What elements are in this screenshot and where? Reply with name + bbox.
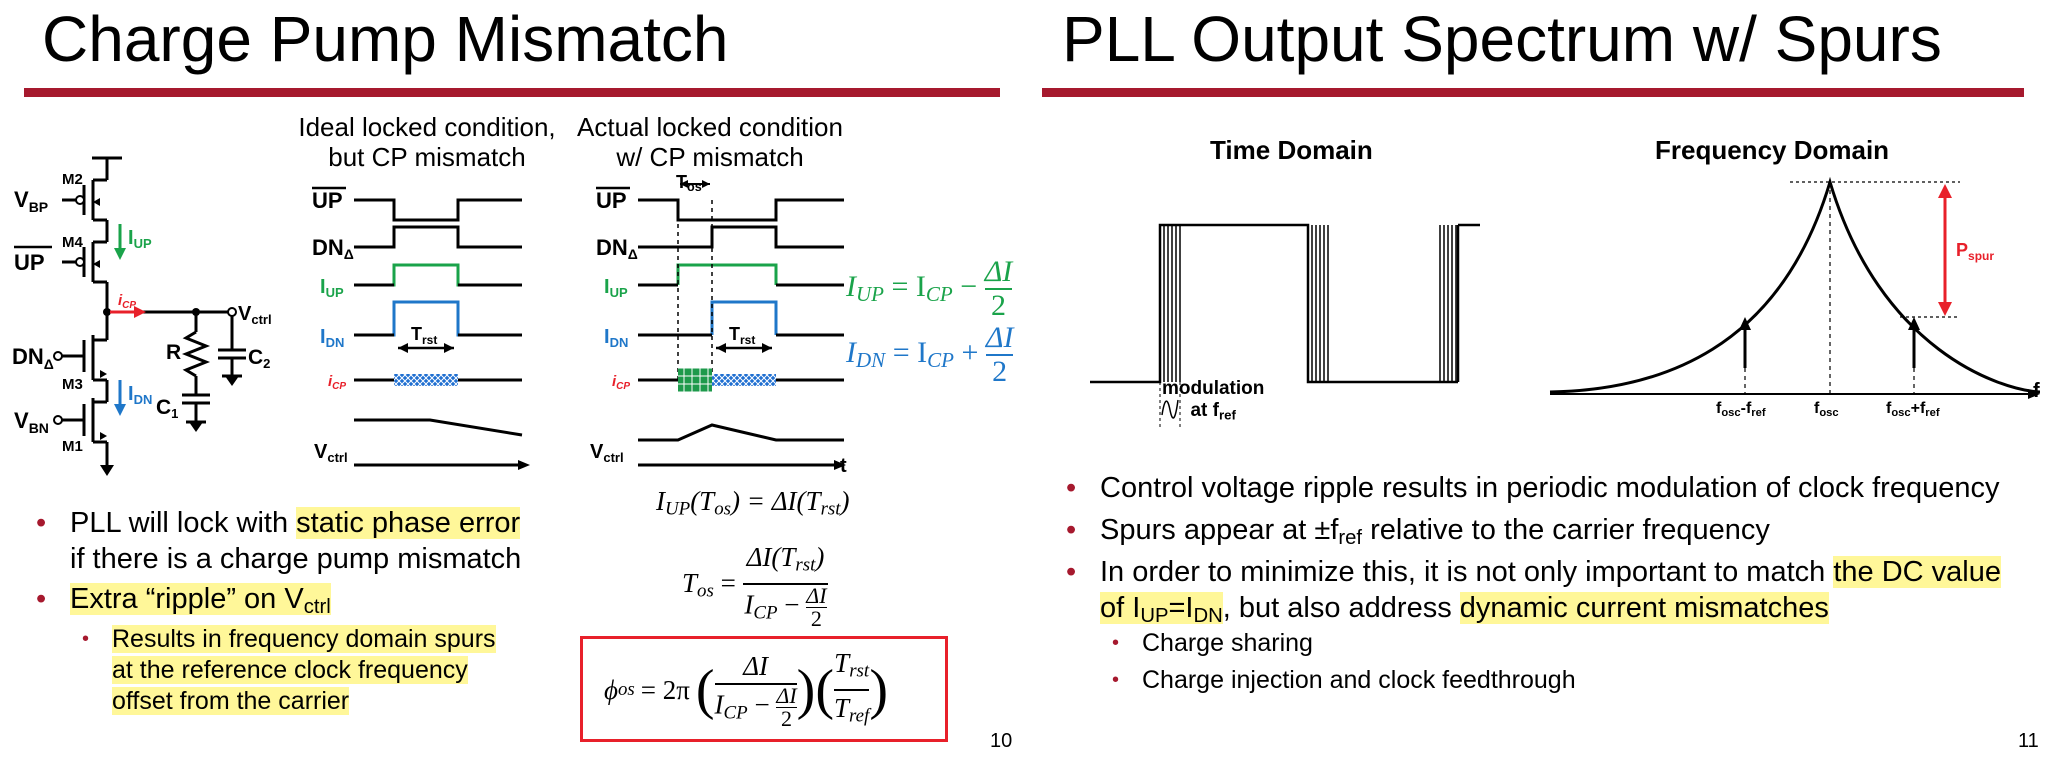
iup-label: I: [128, 227, 134, 249]
svg-text:DNΔ: DNΔ: [596, 235, 638, 262]
sig-idn: I: [320, 326, 326, 348]
title-divider: [1042, 88, 2024, 97]
svg-text:IDN: IDN: [320, 326, 344, 350]
actual-waveforms: Trst UP DNΔ IUP IDN iCP Vctrl t: [590, 180, 847, 477]
slide-charge-pump-mismatch: Charge Pump Mismatch: [12, 3, 1014, 752]
sig2-iup: I: [604, 276, 610, 298]
svg-text:iCP: iCP: [328, 373, 346, 392]
ideal-trst: T: [411, 324, 422, 344]
vctrl-label: V: [238, 303, 252, 325]
svg-text:VBP: VBP: [14, 187, 48, 215]
iup-sub: UP: [134, 236, 152, 251]
svg-text:IUP: IUP: [320, 276, 344, 300]
c1-label: C: [156, 396, 171, 419]
icp-sub: CP: [122, 300, 136, 311]
svg-text:DNΔ: DNΔ: [312, 235, 354, 262]
fosc-minus-fref-label: fosc-fref: [1716, 400, 1766, 419]
iup-equation: IUP = ICP − ΔI 2: [846, 255, 1013, 322]
svg-text:IUP: IUP: [604, 276, 628, 300]
pspur-label: P: [1956, 240, 1968, 260]
phase-offset-equation-box: [580, 636, 948, 742]
actual-caption: Actual locked condition w/ CP mismatch: [577, 112, 843, 172]
m2-label: M2: [62, 171, 83, 188]
vbp-sub: BP: [29, 199, 48, 215]
slide-title: Charge Pump Mismatch: [42, 3, 729, 75]
m4-label: M4: [62, 234, 83, 251]
time-domain-plot: [1090, 223, 1480, 428]
sig-vctrl: V: [314, 441, 328, 463]
title-divider: [24, 88, 1000, 97]
svg-text:Trst: Trst: [411, 324, 437, 347]
svg-text:C2: C2: [248, 346, 270, 371]
tos-label: Tos: [676, 172, 702, 195]
sig-dn: DN: [312, 235, 344, 260]
charge-pump-circuit: M2 M4 M3 M1 VBP UP DNΔ VBN IUP IDN iCP V…: [12, 156, 272, 476]
bullet-control-voltage-ripple: • Control voltage ripple results in peri…: [1066, 472, 2000, 504]
sub-bullet-frequency-spurs: • Results in frequency domain spurs at t…: [82, 625, 496, 715]
svg-text:iCP: iCP: [612, 373, 630, 392]
svg-text:Pspur: Pspur: [1956, 240, 1994, 263]
actual-trst: T: [729, 324, 740, 344]
sig2-icp: i: [612, 373, 617, 390]
vctrl-sub: ctrl: [251, 312, 271, 327]
vbp-label: V: [14, 187, 29, 212]
ideal-waveforms: Trst UP DNΔ IUP IDN iCP Vctrl: [312, 186, 530, 470]
slide-pll-output-spectrum: PLL Output Spectrum w/ Spurs Time Domain…: [1030, 0, 2048, 766]
bullet-spurs-appear: • Spurs appear at ±fref relative to the …: [1066, 514, 1770, 550]
bullet-extra-ripple: • Extra “ripple” on Vctrl: [36, 583, 331, 619]
vbn-label: V: [14, 408, 29, 433]
vbn-sub: BN: [29, 420, 49, 436]
sig-iup: I: [320, 276, 326, 298]
dn-sub: Δ: [44, 356, 54, 372]
time-domain-title: Time Domain: [1210, 135, 1373, 165]
svg-text:Trst: Trst: [729, 324, 755, 347]
svg-text:Vctrl: Vctrl: [314, 441, 348, 465]
sub-bullet-charge-sharing: • Charge sharing: [1112, 629, 1313, 657]
frequency-domain-plot: Pspur: [1549, 176, 2040, 399]
idn-sub: DN: [134, 392, 153, 407]
time-axis-label: t: [840, 455, 847, 477]
svg-text:DNΔ: DNΔ: [12, 344, 54, 372]
bullet-static-phase-error: • PLL will lock with static phase error …: [36, 507, 522, 575]
page-number: 11: [2018, 730, 2039, 752]
svg-text:C1: C1: [156, 396, 178, 421]
svg-text:IDN: IDN: [128, 383, 152, 407]
c2-sub: 2: [263, 356, 270, 371]
iup-tos-equation: IUP(Tos) = ΔI(Trst): [656, 486, 850, 520]
svg-text:IDN: IDN: [604, 326, 628, 350]
f-axis-label: f: [2033, 380, 2040, 402]
fosc-label: fosc: [1814, 400, 1839, 419]
sub-bullet-charge-injection: • Charge injection and clock feedthrough: [1112, 666, 1576, 694]
icp-label: i: [118, 292, 123, 309]
ideal-caption: Ideal locked condition, but CP mismatch: [298, 112, 556, 172]
m3-label: M3: [62, 376, 83, 393]
idn-equation: IDN = ICP + ΔI 2: [846, 321, 1014, 388]
fosc-plus-fref-label: fosc+fref: [1886, 400, 1940, 419]
svg-text:Vctrl: Vctrl: [590, 441, 624, 465]
sig2-idn: I: [604, 326, 610, 348]
svg-text:IUP: IUP: [128, 227, 152, 251]
c2-label: C: [248, 346, 263, 369]
frequency-domain-title: Frequency Domain: [1655, 135, 1890, 165]
dn-label: DN: [12, 344, 44, 369]
sig-up: UP: [312, 188, 343, 213]
c1-sub: 1: [171, 406, 178, 421]
m1-label: M1: [62, 438, 83, 455]
svg-text:VBN: VBN: [14, 408, 49, 436]
sig2-up: UP: [596, 188, 627, 213]
sig2-dn: DN: [596, 235, 628, 260]
idn-label: I: [128, 383, 134, 405]
modulation-label: modulation at fref: [1162, 378, 1265, 423]
sig2-vctrl: V: [590, 441, 604, 463]
svg-text:Vctrl: Vctrl: [238, 303, 272, 327]
sig-icp: i: [328, 373, 333, 390]
page-number: 10: [990, 730, 1013, 752]
bullet-minimize: • In order to minimize this, it is not o…: [1066, 556, 2001, 628]
up-bar-label: UP: [14, 250, 45, 275]
svg-text:iCP: iCP: [118, 292, 136, 311]
slide-title: PLL Output Spectrum w/ Spurs: [1062, 3, 1942, 75]
r-label: R: [166, 341, 181, 364]
